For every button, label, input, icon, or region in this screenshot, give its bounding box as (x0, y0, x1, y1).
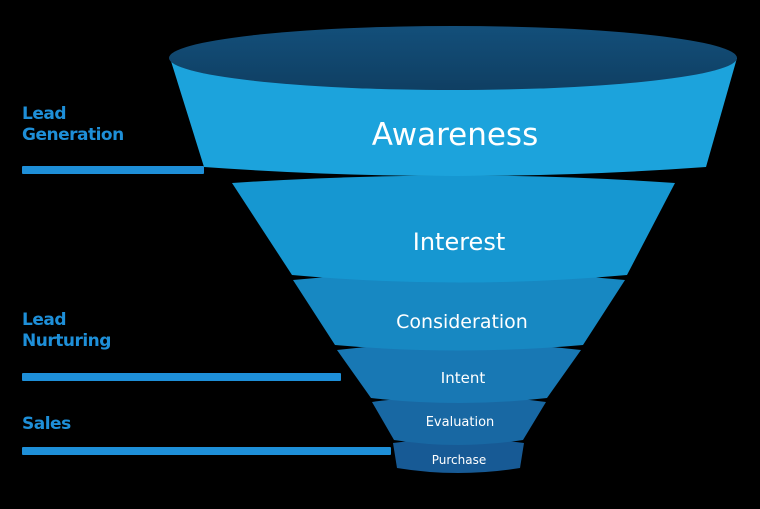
stage-consideration: Consideration (293, 272, 625, 351)
lead-generation-label: Lead Generation (22, 104, 124, 146)
sales-label: Sales (22, 414, 71, 435)
lead-generation-divider (22, 166, 204, 174)
stage-evaluation: Evaluation (372, 396, 546, 445)
stage-awareness: Awareness (169, 26, 737, 176)
lead-generation-line1: Lead (22, 104, 67, 124)
lead-nurturing-line1: Lead (22, 310, 67, 330)
sales-divider (22, 447, 391, 455)
stage-evaluation-label: Evaluation (426, 415, 495, 430)
stage-consideration-label: Consideration (396, 311, 528, 333)
sales-line1: Sales (22, 414, 71, 434)
stage-purchase-label: Purchase (432, 453, 487, 467)
stage-intent-label: Intent (441, 369, 486, 387)
lead-nurturing-divider (22, 373, 341, 381)
stage-purchase: Purchase (393, 439, 524, 473)
stage-intent: Intent (337, 343, 581, 403)
stage-interest: Interest (232, 175, 675, 283)
lead-nurturing-line2: Nurturing (22, 331, 111, 351)
stage-awareness-label: Awareness (372, 117, 538, 153)
lead-generation-line2: Generation (22, 125, 124, 145)
lead-nurturing-label: Lead Nurturing (22, 310, 111, 352)
stage-interest-label: Interest (413, 228, 505, 256)
